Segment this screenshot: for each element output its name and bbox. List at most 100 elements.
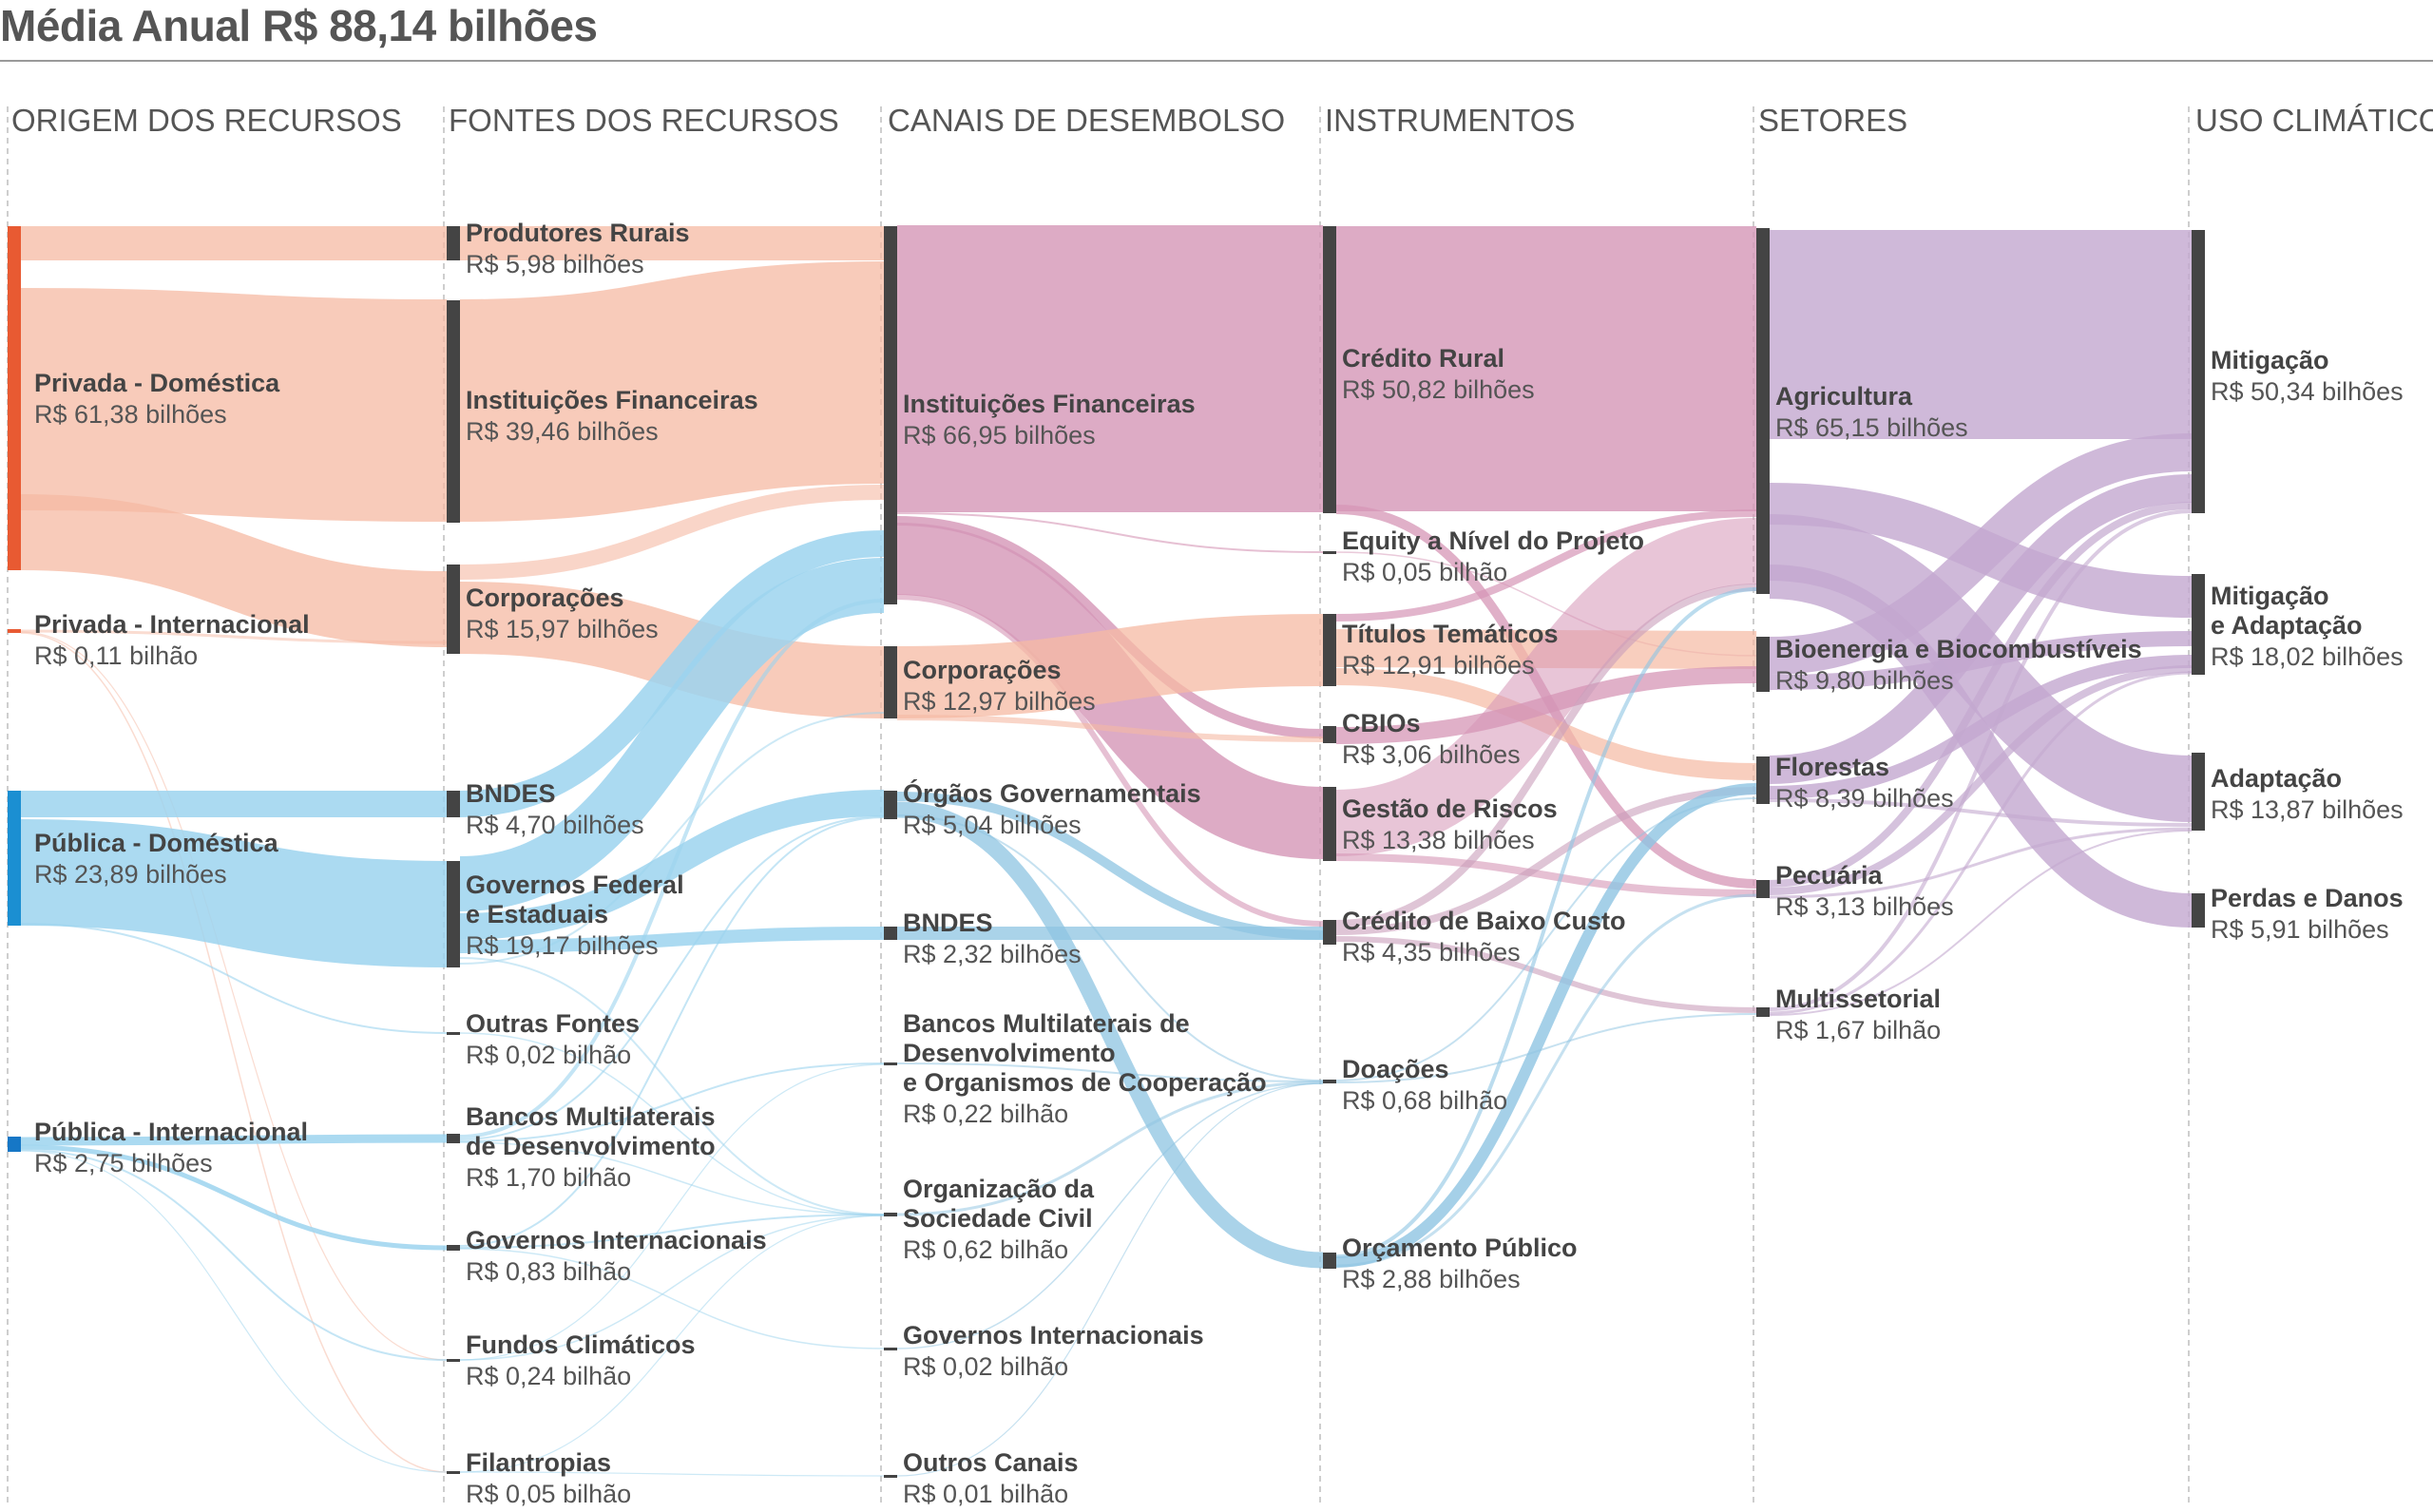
flow-link-f_gov-to-c_bndes bbox=[459, 927, 885, 953]
flow-link-i_doacoes-to-s_multi bbox=[1335, 1013, 1757, 1083]
node-label-s_agri: Agricultura bbox=[1775, 382, 1913, 411]
node-value-c_govint: R$ 0,02 bilhão bbox=[903, 1352, 1068, 1381]
node-bar-s_multi bbox=[1756, 1007, 1770, 1017]
node-bar-c_outros bbox=[884, 1475, 897, 1478]
node-label-o_priv_int: Privada - Internacional bbox=[34, 610, 310, 639]
flow-link-f_inst-to-c_inst bbox=[459, 261, 885, 522]
flow-link-c_corp-to-i_cbios bbox=[896, 715, 1324, 742]
node-bar-u_mit bbox=[2192, 230, 2205, 513]
node-label-f_bndes: BNDES bbox=[466, 779, 556, 808]
flow-link-f_outras-to-c_osc bbox=[459, 1032, 885, 1216]
node-label-s_bio: Bioenergia e Biocombustíveis bbox=[1775, 635, 2142, 663]
flow-link-o_pub_int-to-f_bmd bbox=[20, 1134, 448, 1146]
flow-link-o_pub_dom-to-f_gov bbox=[20, 819, 448, 967]
node-bars bbox=[8, 226, 2205, 1478]
node-label-i_orc: Orçamento Público bbox=[1342, 1234, 1578, 1262]
flow-link-i_riscos-to-s_agri bbox=[1334, 518, 1758, 856]
flow-link-o_priv_dom-to-f_corp bbox=[20, 494, 448, 647]
node-value-c_outros: R$ 0,01 bilhão bbox=[903, 1480, 1068, 1508]
node-bar-o_priv_dom bbox=[8, 226, 21, 570]
node-label-s_multi: Multissetorial bbox=[1775, 985, 1941, 1013]
column-header-canais: CANAIS DE DESEMBOLSO bbox=[888, 103, 1285, 138]
node-label-f_govint: Governos Internacionais bbox=[466, 1226, 767, 1254]
node-value-f_govint: R$ 0,83 bilhão bbox=[466, 1257, 631, 1286]
node-bar-f_prod bbox=[447, 226, 460, 260]
flow-link-c_govint-to-i_doacoes bbox=[896, 1082, 1324, 1349]
flow-link-s_bio-to-u_mit bbox=[1769, 433, 2193, 675]
node-bar-i_equity bbox=[1323, 551, 1336, 554]
node-bar-f_bmd bbox=[447, 1134, 460, 1143]
flow-link-f_bndes-to-c_inst bbox=[459, 530, 885, 817]
flow-link-s_agri-to-u_perdas bbox=[1769, 565, 2193, 928]
node-value-o_priv_dom: R$ 61,38 bilhões bbox=[34, 400, 227, 429]
node-value-c_orgaos: R$ 5,04 bilhões bbox=[903, 811, 1082, 839]
node-value-f_outras: R$ 0,02 bilhão bbox=[466, 1041, 631, 1069]
node-value-i_doacoes: R$ 0,68 bilhão bbox=[1342, 1086, 1507, 1115]
flow-link-i_baixo-to-s_flor bbox=[1335, 787, 1757, 935]
node-value-s_pec: R$ 3,13 bilhões bbox=[1775, 892, 1954, 921]
node-bar-s_flor bbox=[1756, 756, 1770, 804]
node-bar-c_corp bbox=[884, 646, 897, 718]
node-bar-f_filan bbox=[447, 1471, 460, 1474]
node-bar-c_orgaos bbox=[884, 791, 897, 819]
flow-link-f_filan-to-c_osc bbox=[459, 1215, 885, 1473]
node-label-i_baixo: Crédito de Baixo Custo bbox=[1342, 907, 1626, 935]
flow-link-i_baixo-to-s_multi bbox=[1335, 936, 1757, 1013]
flow-link-c_inst-to-i_baixo bbox=[896, 594, 1324, 927]
flow-link-f_govint-to-c_osc bbox=[459, 1214, 885, 1249]
column-header-origem: ORIGEM DOS RECURSOS bbox=[11, 103, 402, 138]
node-label-c_inst: Instituições Financeiras bbox=[903, 390, 1196, 418]
node-label-o_pub_dom: Pública - Doméstica bbox=[34, 829, 279, 857]
node-value-c_osc: R$ 0,62 bilhão bbox=[903, 1235, 1068, 1264]
node-value-u_adap: R$ 13,87 bilhões bbox=[2211, 795, 2404, 824]
flow-link-c_orgaos-to-i_orc bbox=[896, 801, 1324, 1269]
flow-link-o_pub_int-to-f_fundos bbox=[20, 1149, 448, 1361]
column-header-instrumentos: INSTRUMENTOS bbox=[1325, 103, 1575, 138]
node-value-i_cbios: R$ 3,06 bilhões bbox=[1342, 740, 1521, 769]
flow-link-f_gov-to-c_inst bbox=[459, 558, 885, 911]
node-value-s_agri: R$ 65,15 bilhões bbox=[1775, 413, 1968, 442]
node-bar-i_doacoes bbox=[1323, 1080, 1336, 1083]
node-label-f_filan: Filantropias bbox=[466, 1448, 611, 1477]
flow-link-f_gov-to-c_corp bbox=[459, 712, 885, 965]
flow-link-i_baixo-to-s_agri bbox=[1335, 584, 1757, 928]
flow-link-s_multi-to-u_mit bbox=[1769, 509, 2193, 1011]
node-label-f_inst: Instituições Financeiras bbox=[466, 386, 758, 414]
page-title: Média Anual R$ 88,14 bilhões bbox=[0, 1, 598, 50]
column-header-setores: SETORES bbox=[1758, 103, 1907, 138]
node-label-f_corp: Corporações bbox=[466, 584, 624, 612]
flow-links bbox=[20, 224, 2193, 1477]
flow-link-s_multi-to-u_adap bbox=[1769, 830, 2193, 1016]
flow-link-s_multi-to-u_mitad bbox=[1769, 671, 2193, 1015]
node-value-s_multi: R$ 1,67 bilhão bbox=[1775, 1016, 1941, 1044]
node-bar-f_gov bbox=[447, 861, 460, 967]
node-label-c_orgaos: Órgãos Governamentais bbox=[903, 778, 1201, 808]
node-value-c_bmd: R$ 0,22 bilhão bbox=[903, 1100, 1068, 1128]
node-bar-i_riscos bbox=[1323, 787, 1336, 861]
node-bar-c_inst bbox=[884, 226, 897, 604]
node-value-i_titulos: R$ 12,91 bilhões bbox=[1342, 651, 1535, 679]
node-bar-i_cbios bbox=[1323, 726, 1336, 743]
node-value-i_orc: R$ 2,88 bilhões bbox=[1342, 1265, 1521, 1293]
node-label-f_outras: Outras Fontes bbox=[466, 1009, 640, 1038]
node-label-i_riscos: Gestão de Riscos bbox=[1342, 794, 1558, 823]
node-bar-f_govint bbox=[447, 1245, 460, 1251]
flow-link-i_orc-to-s_flor bbox=[1335, 783, 1757, 1268]
node-value-f_bmd: R$ 1,70 bilhão bbox=[466, 1163, 631, 1192]
flow-link-o_pub_int-to-f_govint bbox=[20, 1144, 448, 1251]
node-bar-i_baixo bbox=[1323, 920, 1336, 945]
flow-link-c_orgaos-to-i_doacoes bbox=[896, 814, 1324, 1081]
flow-link-f_govint-to-c_govint bbox=[459, 1248, 885, 1349]
node-bar-o_pub_int bbox=[8, 1137, 21, 1152]
column-header-fontes: FONTES DOS RECURSOS bbox=[449, 103, 839, 138]
node-bar-i_titulos bbox=[1323, 614, 1336, 686]
node-bar-u_adap bbox=[2192, 753, 2205, 831]
node-value-f_prod: R$ 5,98 bilhões bbox=[466, 250, 644, 278]
node-value-f_corp: R$ 15,97 bilhões bbox=[466, 615, 659, 643]
node-label-i_equity: Equity a Nível do Projeto bbox=[1342, 526, 1644, 555]
